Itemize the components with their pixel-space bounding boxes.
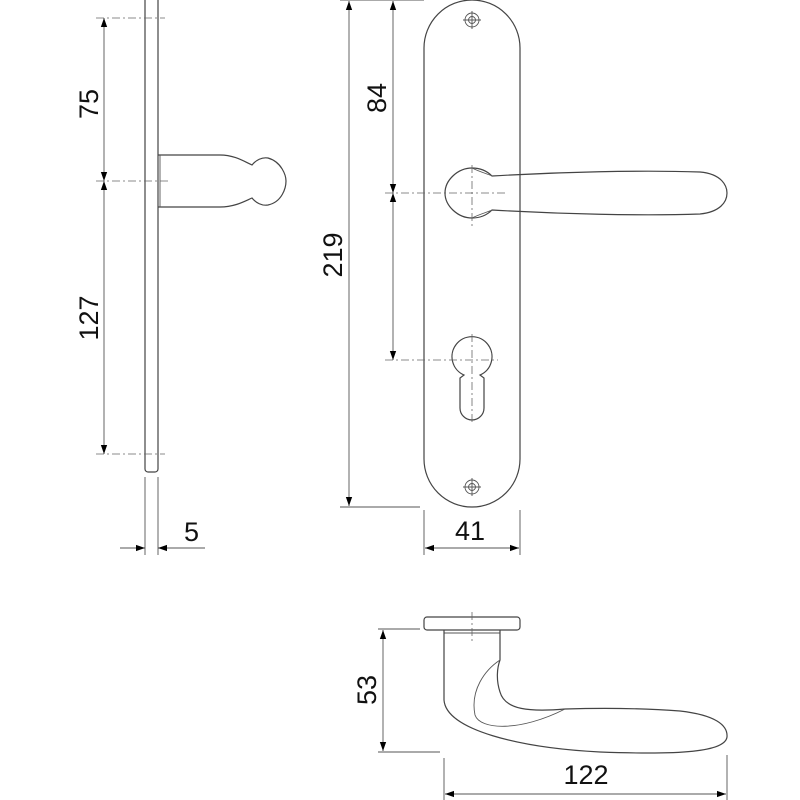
dim-label-122: 122: [563, 760, 608, 790]
dim-label-127: 127: [74, 295, 104, 340]
top-view: 53 122: [352, 612, 728, 800]
dim-label-53: 53: [352, 675, 382, 705]
side-view: 75 127 5: [74, 0, 287, 555]
dim-label-5: 5: [184, 517, 199, 547]
front-plate: [423, 0, 521, 508]
keyhole-cylinder: [451, 336, 493, 421]
dim-label-41: 41: [455, 516, 485, 546]
dim-label-219: 219: [318, 232, 348, 277]
dim-label-75: 75: [74, 89, 104, 119]
front-view: 219 84 41: [318, 0, 728, 555]
handle-top-profile: [443, 630, 728, 754]
dim-label-84: 84: [362, 83, 392, 113]
lever-handle: [444, 167, 728, 219]
side-plate: [144, 0, 159, 473]
side-handle-profile: [158, 154, 287, 208]
screw-top-icon: [463, 11, 481, 29]
screw-bottom-icon: [463, 478, 481, 496]
